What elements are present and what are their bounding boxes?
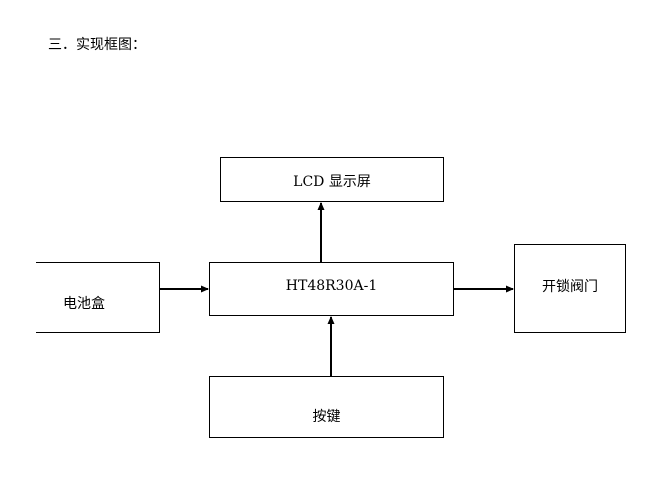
unlock-valve-label: 开锁阀门 bbox=[542, 279, 598, 295]
keypad-label: 按键 bbox=[312, 409, 341, 425]
battery-box-block: 电池盒 bbox=[36, 262, 160, 333]
lcd-display-block: LCD 显示屏 bbox=[220, 157, 444, 202]
microcontroller-label: HT48R30A-1 bbox=[285, 278, 378, 294]
lcd-display-label: LCD 显示屏 bbox=[293, 174, 371, 190]
keypad-block: 按键 bbox=[209, 376, 444, 438]
unlock-valve-block: 开锁阀门 bbox=[514, 244, 626, 333]
section-heading: 三．实现框图： bbox=[48, 37, 146, 53]
battery-box-label: 电池盒 bbox=[63, 296, 105, 312]
microcontroller-block: HT48R30A-1 bbox=[209, 262, 454, 316]
